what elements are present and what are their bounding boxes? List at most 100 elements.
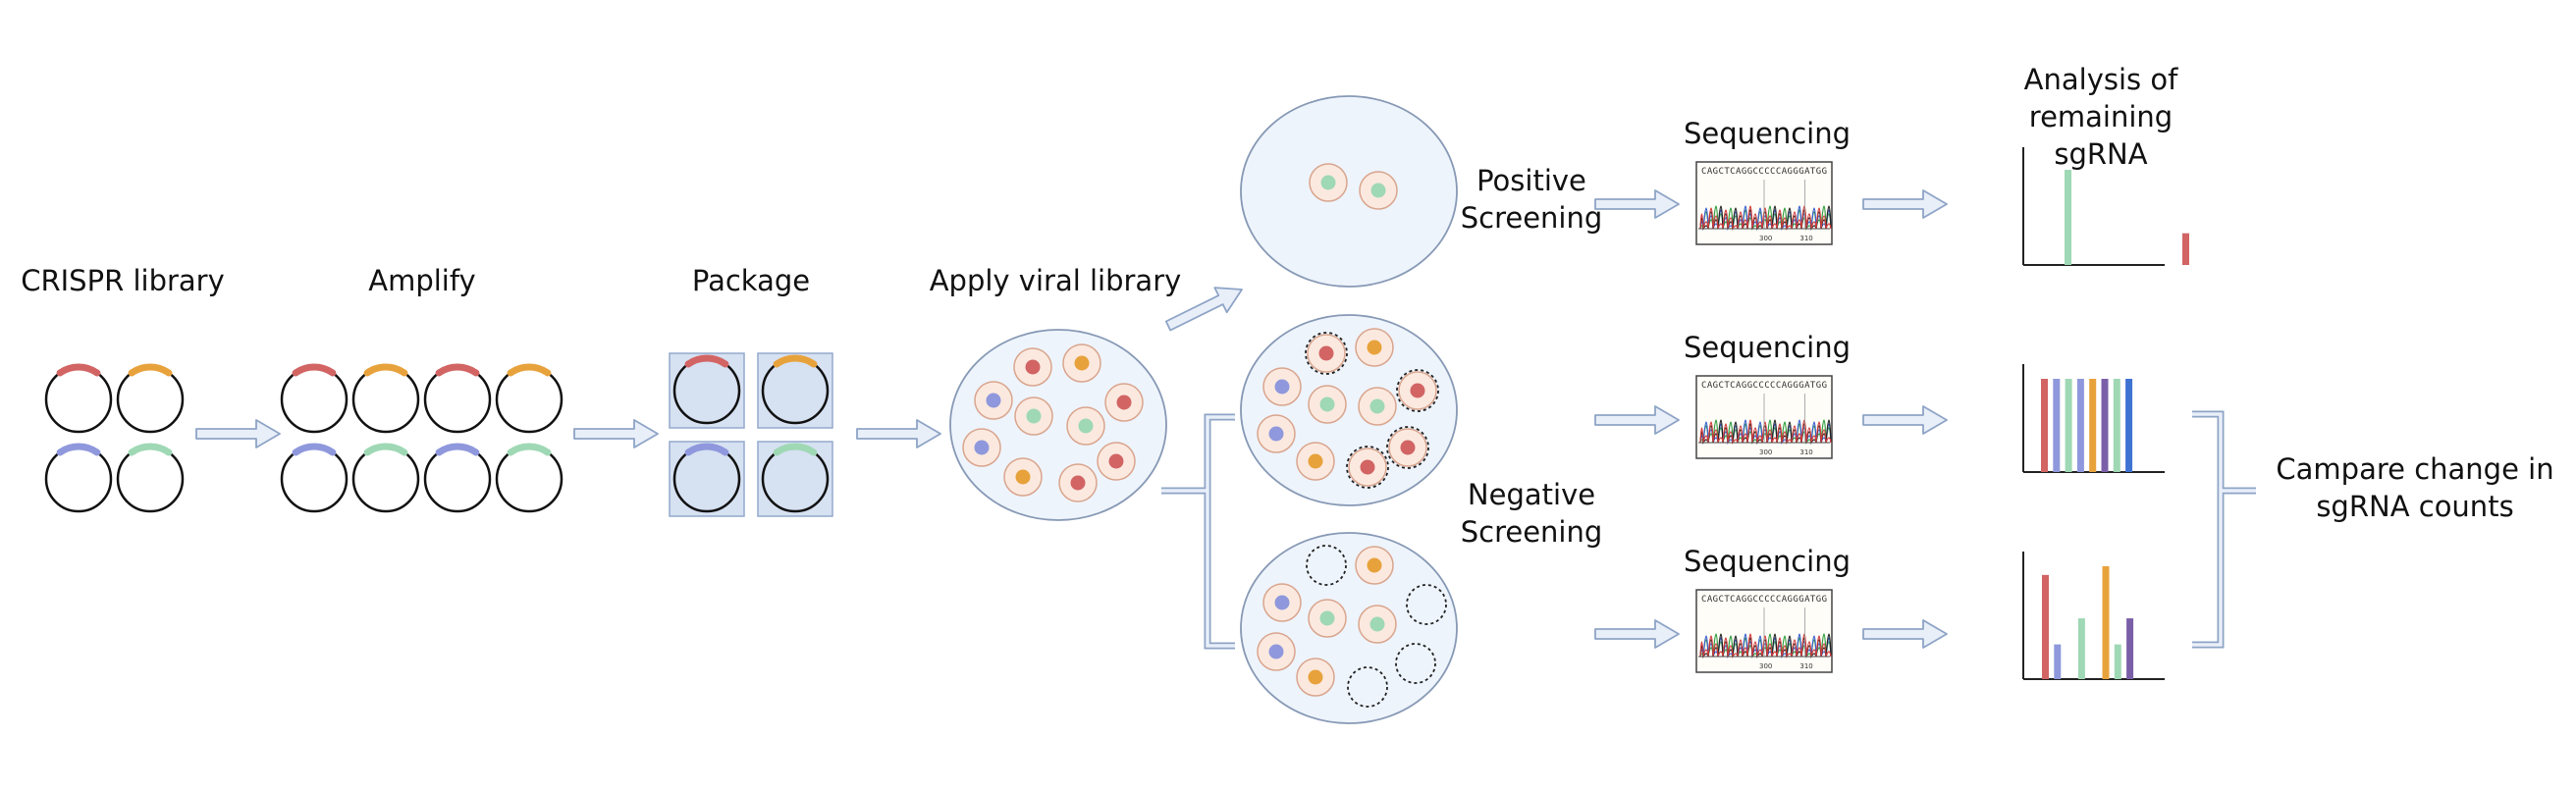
cell-nucleus-green [1078, 418, 1094, 434]
cell-nucleus-red [1318, 345, 1334, 361]
plasmid-ring [495, 445, 564, 513]
bar [2182, 233, 2189, 265]
infected-cell [1062, 343, 1101, 383]
bar [2065, 170, 2071, 265]
cell-nucleus-orange [1308, 453, 1323, 469]
amplified-plasmid [423, 363, 492, 434]
bar-chart-negative [2022, 552, 2165, 680]
packaged-plasmid [672, 443, 741, 513]
packaged-plasmid [761, 354, 830, 425]
cell-nucleus-blue [974, 440, 990, 455]
negative-cell [1262, 583, 1302, 622]
control-cell [1355, 328, 1394, 367]
sequence-text: CAGCTCAGGCCCCCAGGGATGG [1701, 167, 1827, 177]
amplified-plasmid [351, 443, 420, 513]
control-cell [1308, 385, 1347, 424]
chromatogram-trace [1699, 205, 1832, 231]
chromatogram-trace [1699, 419, 1832, 445]
chromatogram-trace [1699, 419, 1832, 445]
plasmid-ring [280, 445, 349, 513]
library-plasmid [116, 363, 185, 434]
control-cell [1386, 426, 1429, 469]
arrow-seq3-to-analysis [1862, 619, 1948, 649]
plasmid-ring [423, 365, 492, 434]
cell-nucleus-red [1070, 475, 1086, 491]
amplified-plasmid [280, 443, 349, 513]
bar [2114, 644, 2121, 679]
label-compare-sgrna-counts: Campare change in sgRNA counts [2276, 452, 2554, 523]
plasmid-ring [116, 365, 185, 434]
chromatogram-trace [1699, 419, 1832, 445]
infected-cell [1058, 463, 1098, 502]
label-amplify: Amplify [368, 264, 476, 297]
arrow-positive-to-seq [1594, 189, 1680, 219]
label-package: Package [691, 264, 811, 297]
sgrna-insert-orange [507, 363, 552, 377]
chromatogram-trace [1699, 205, 1832, 231]
cell-nucleus-red [1410, 383, 1425, 398]
control-cell [1396, 369, 1439, 412]
label-negative-screening: Negative Screening [1460, 478, 1603, 549]
sgrna-insert-red [684, 354, 729, 368]
sgrna-insert-green [363, 443, 408, 456]
chromatogram-tick-label: 300 [1759, 448, 1772, 456]
infected-cell [1066, 406, 1105, 446]
sgrna-insert-green [507, 443, 552, 456]
control-cell [1257, 414, 1296, 453]
negative-cell [1257, 632, 1296, 671]
virus-package-square [757, 352, 833, 429]
cell-nucleus-blue [1268, 426, 1284, 442]
cell-nucleus-orange [1367, 557, 1382, 573]
virus-package-square [669, 441, 745, 517]
library-plasmid [44, 443, 113, 513]
split-bracket [1161, 413, 1235, 650]
surviving-cell [1359, 171, 1398, 210]
amplified-plasmid [495, 443, 564, 513]
cell-nucleus-green [1320, 175, 1336, 190]
chromatogram-tick-label: 310 [1799, 662, 1812, 670]
sgrna-insert-green [128, 443, 173, 456]
negative-cell [1296, 658, 1335, 697]
plasmid-ring [351, 365, 420, 434]
infected-cell [1104, 383, 1144, 422]
arrow-to-amplify [195, 419, 281, 448]
label-crispr-library: CRISPR library [21, 264, 225, 297]
dead-cell [1347, 666, 1388, 708]
bracket-inner [1161, 415, 1235, 648]
bar [2065, 379, 2072, 472]
sgrna-insert-red [292, 363, 337, 377]
cell-nucleus-orange [1074, 355, 1090, 371]
plasmid-ring [423, 445, 492, 513]
cell-nucleus-green [1319, 396, 1335, 412]
label-apply-viral-library: Apply viral library [929, 264, 1182, 297]
arrow-control-to-seq [1594, 405, 1680, 435]
cell-nucleus-red [1108, 453, 1124, 469]
infected-cell [1013, 347, 1052, 387]
bracket-outline [2192, 410, 2256, 649]
cell-nucleus-red [1400, 440, 1416, 455]
sgrna-insert-blue [292, 443, 337, 456]
bar [2102, 566, 2110, 679]
virus-package-square [669, 352, 745, 429]
cell-nucleus-blue [986, 393, 1001, 408]
bracket-outline [1161, 413, 1235, 650]
bar [2126, 618, 2134, 679]
plasmid-ring [351, 445, 420, 513]
arrow-seq1-to-analysis [1862, 189, 1948, 219]
bar [2113, 379, 2120, 472]
surviving-cell [1309, 163, 1348, 202]
sgrna-insert-blue [684, 443, 729, 456]
packaged-plasmid [672, 354, 741, 425]
virus-package-square [757, 441, 833, 517]
dead-cell-outline [1346, 446, 1389, 489]
control-cell [1305, 332, 1348, 375]
sgrna-insert-red [56, 363, 101, 377]
control-cell [1296, 442, 1335, 481]
infected-cell [1003, 457, 1043, 497]
chromatogram-tick-label: 310 [1799, 235, 1812, 242]
infected-cell [1097, 442, 1136, 481]
cell-nucleus-green [1369, 398, 1385, 414]
